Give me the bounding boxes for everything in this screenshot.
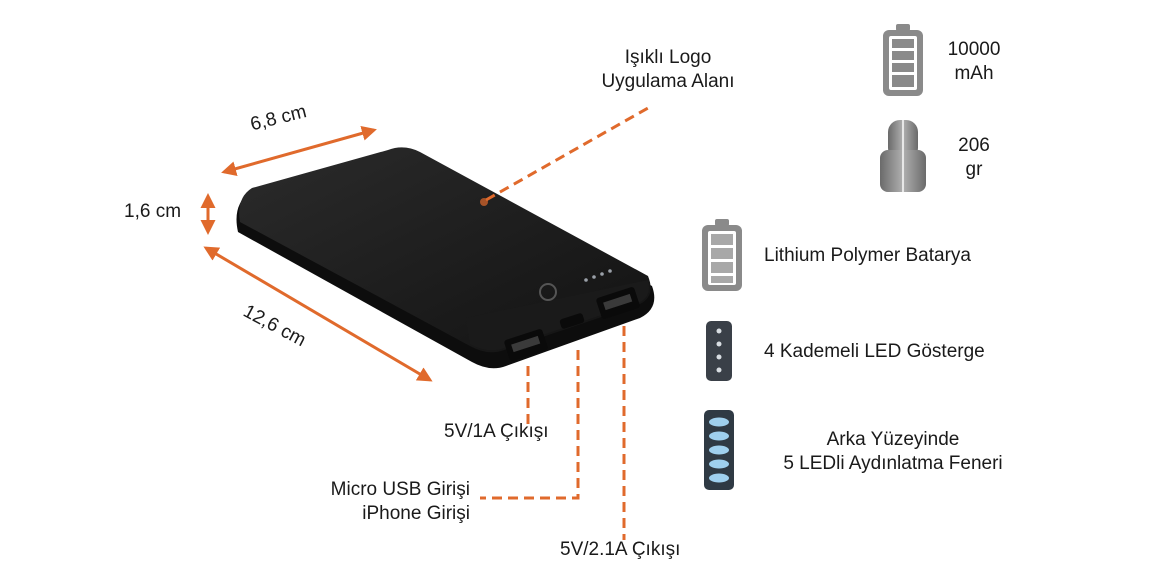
dimension-arrows (200, 126, 433, 382)
micro-usb-callout-line2: iPhone Girişi (362, 503, 470, 524)
micro-usb-port (559, 313, 585, 329)
micro-usb-callout-label: Micro USB Girişi iPhone Girişi (300, 478, 470, 526)
out2-callout-label: 5V/2.1A Çıkışı (560, 539, 681, 560)
length-arrow (203, 246, 433, 382)
led-dots-icon (706, 321, 732, 381)
logo-leader-line (485, 106, 649, 202)
micro-usb-callout-line1: Micro USB Girişi (330, 479, 470, 500)
weight-unit: gr (965, 159, 983, 180)
capacity-label: 10000 mAh (934, 38, 1014, 86)
capacity-value: 10000 (947, 39, 1001, 60)
power-button-icon (539, 283, 557, 301)
battery-cells-icon (702, 219, 742, 291)
flashlight-leds-icon (704, 410, 734, 490)
weight-icon (880, 120, 926, 192)
flashlight-line1: Arka Yüzeyinde (826, 429, 960, 450)
logo-callout-line2: Uygulama Alanı (601, 71, 735, 92)
weight-label: 206 gr (934, 134, 1014, 182)
logo-callout-line1: Işıklı Logo (624, 47, 712, 68)
usb-port-1a (504, 329, 548, 361)
thickness-label: 1,6 cm (124, 201, 182, 222)
callout-lines (480, 106, 649, 540)
capacity-unit: mAh (954, 63, 994, 84)
weight-value: 206 (958, 135, 990, 156)
logo-callout-label: Işıklı Logo Uygulama Alanı (574, 46, 762, 94)
flashlight-label: Arka Yüzeyinde 5 LEDli Aydınlatma Feneri (758, 428, 1028, 476)
battery-full-icon (883, 24, 923, 96)
led-indicator-label: 4 Kademeli LED Gösterge (764, 341, 985, 362)
micro-usb-leader-line (480, 350, 580, 500)
width-arrow (221, 126, 377, 176)
led-indicator-dots (584, 269, 612, 282)
power-bank-device (236, 147, 655, 369)
out1-callout-label: 5V/1A Çıkışı (444, 421, 549, 442)
battery-type-label: Lithium Polymer Batarya (764, 245, 971, 266)
flashlight-line2: 5 LEDli Aydınlatma Feneri (783, 453, 1003, 474)
usb-port-2a (596, 287, 640, 319)
